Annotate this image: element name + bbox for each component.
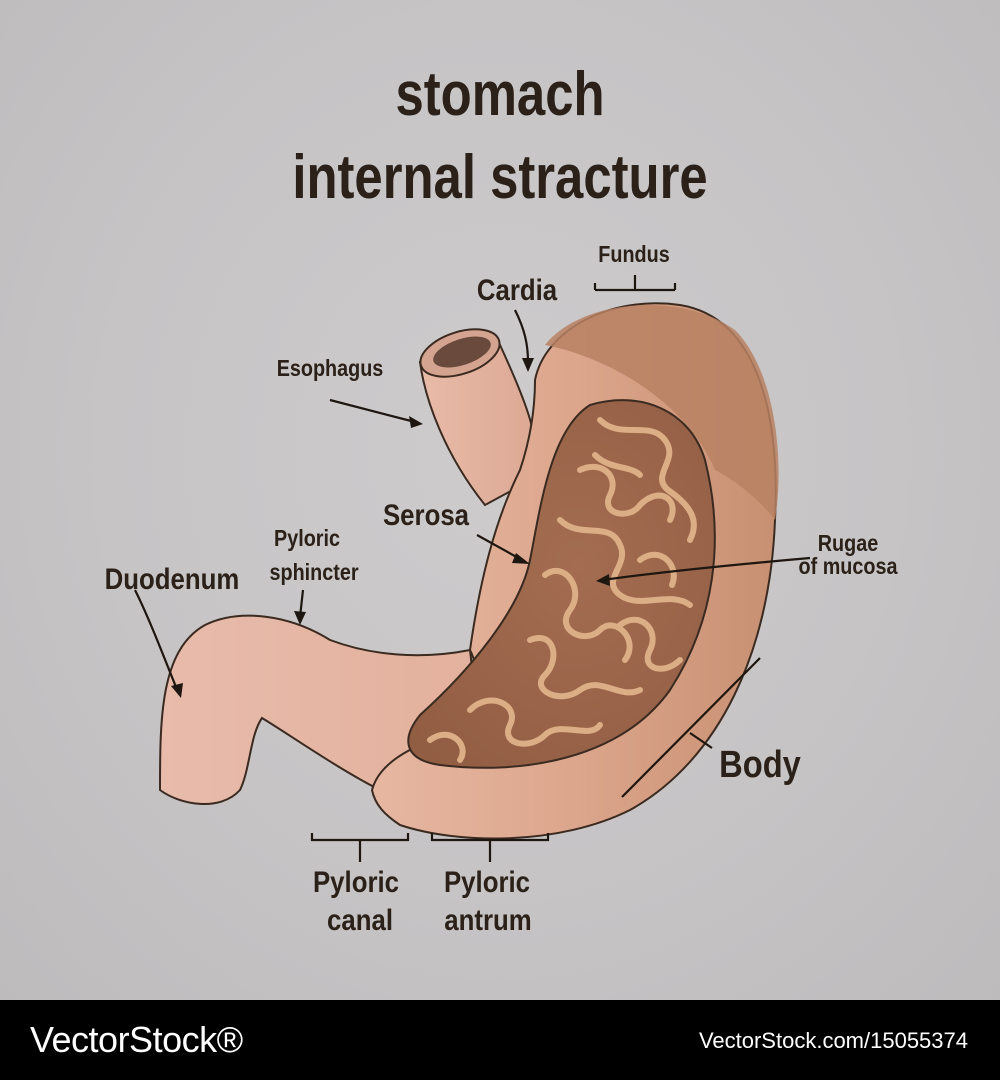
label-body: Body — [719, 744, 801, 786]
label-pyloric-canal-2: canal — [327, 904, 393, 937]
pointer-lines — [134, 275, 811, 862]
diagram-canvas: stomach internal stracture — [0, 0, 1000, 1000]
label-rugae-2: of mucosa — [798, 553, 898, 579]
vectorstock-logo: VectorStock® — [30, 1019, 243, 1060]
fundus-shading — [545, 304, 779, 520]
label-pyloric-sphincter-1: Pyloric — [274, 525, 340, 551]
label-pyloric-antrum-1: Pyloric — [443, 866, 531, 899]
title-line-2: internal stracture — [292, 143, 708, 212]
label-fundus: Fundus — [598, 241, 670, 267]
rugae-folds — [427, 417, 697, 763]
label-esophagus: Esophagus — [276, 355, 384, 381]
mucosa-shape — [407, 399, 716, 769]
label-duodenum: Duodenum — [104, 563, 240, 596]
arrowheads — [171, 358, 610, 698]
label-rugae-1: Rugae — [817, 530, 879, 556]
title-line-1: stomach — [395, 60, 605, 129]
label-serosa: Serosa — [382, 499, 470, 532]
footer-bar: VectorStock® VectorStock.com/15055374 — [0, 1000, 1000, 1080]
esophagus-tube — [418, 328, 538, 507]
label-cardia: Cardia — [476, 274, 558, 307]
label-pyloric-canal-1: Pyloric — [312, 866, 400, 899]
footer-url: VectorStock.com/15055374 — [698, 1028, 968, 1053]
label-pyloric-antrum-2: antrum — [444, 904, 532, 937]
label-pyloric-sphincter-2: sphincter — [269, 559, 359, 585]
stomach-illustration — [134, 275, 811, 862]
